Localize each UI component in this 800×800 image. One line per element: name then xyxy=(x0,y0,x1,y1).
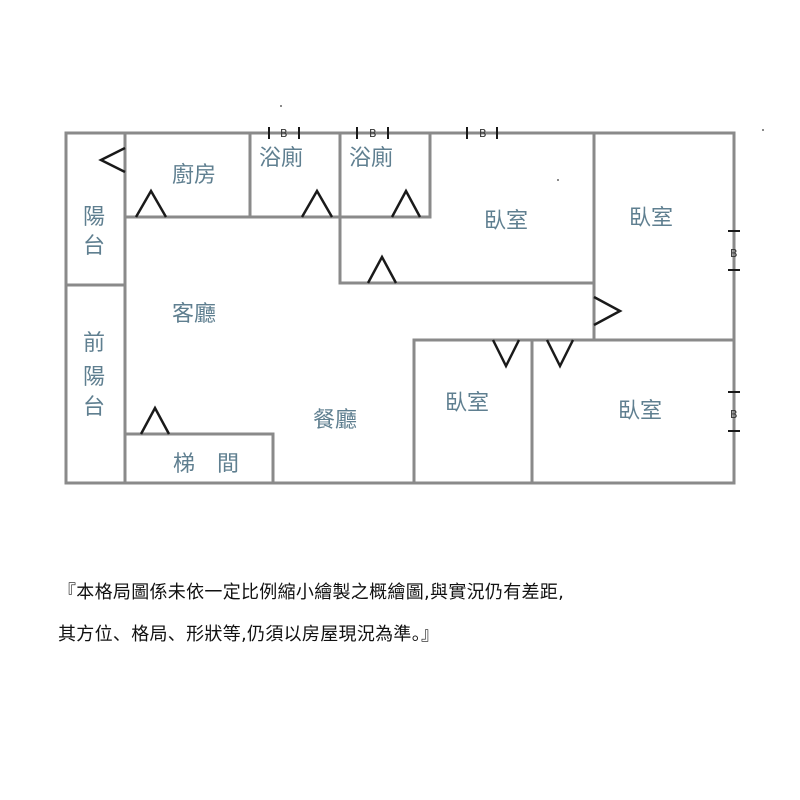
room-label-front-balcony-2: 陽 xyxy=(83,365,105,390)
window-marker-bedroom-top: B xyxy=(466,127,498,140)
room-label-bedroom-bottom-right: 臥室 xyxy=(618,399,662,424)
room-label-stairwell: 梯 間 xyxy=(173,452,239,477)
window-marker-bath-1: B xyxy=(268,127,300,140)
door-bedroom-top xyxy=(366,254,398,284)
room-label-bath-2: 浴廁 xyxy=(349,146,393,171)
room-label-bedroom-top-right: 臥室 xyxy=(629,206,673,231)
window-marker-label: B xyxy=(369,127,377,140)
door-kitchen xyxy=(134,188,168,218)
window-marker-label: B xyxy=(730,247,738,260)
window-marker-bedroom-top-right: B xyxy=(728,230,740,271)
walls xyxy=(64,131,736,485)
room-label-dining-room: 餐廳 xyxy=(313,408,357,433)
door-bath-2 xyxy=(390,188,422,218)
door-bath-1 xyxy=(300,188,334,218)
window-marker-label: B xyxy=(730,408,738,421)
door-balcony xyxy=(98,146,126,174)
window-marker-bedroom-bottom-right: B xyxy=(728,391,740,432)
room-label-bedroom-bottom-middle: 臥室 xyxy=(445,391,489,416)
door-bedroom-top-right xyxy=(593,295,623,327)
room-label-front-balcony-1: 前 xyxy=(83,331,105,356)
door-bedroom-bottom-right xyxy=(545,339,575,369)
room-label-bedroom-top: 臥室 xyxy=(484,209,528,234)
scan-specks xyxy=(280,105,764,181)
disclaimer-line-2: 其方位、格局、形狀等,仍須以房屋現況為準。』 xyxy=(58,624,440,645)
door-bedroom-bottom-middle xyxy=(491,339,521,369)
room-label-kitchen: 廚房 xyxy=(172,163,216,188)
window-marker-label: B xyxy=(479,127,487,140)
doors xyxy=(98,146,623,435)
room-label-balcony-2: 台 xyxy=(83,234,105,259)
window-marker-bath-2: B xyxy=(356,127,389,140)
room-label-front-balcony-3: 台 xyxy=(83,395,105,420)
door-stairwell xyxy=(139,405,171,435)
window-markers: B B B B B xyxy=(268,127,740,432)
room-label-bath-1: 浴廁 xyxy=(259,146,303,171)
window-marker-label: B xyxy=(280,127,288,140)
room-label-balcony-1: 陽 xyxy=(83,205,105,230)
room-labels: 廚房 浴廁 浴廁 陽 台 前 陽 台 客廳 餐廳 梯 間 臥室 臥室 臥室 臥室 xyxy=(83,146,673,477)
room-label-living-room: 客廳 xyxy=(172,302,216,327)
disclaimer-line-1: 『本格局圖係未依一定比例縮小繪製之概繪圖,與實況仍有差距, xyxy=(58,582,565,603)
